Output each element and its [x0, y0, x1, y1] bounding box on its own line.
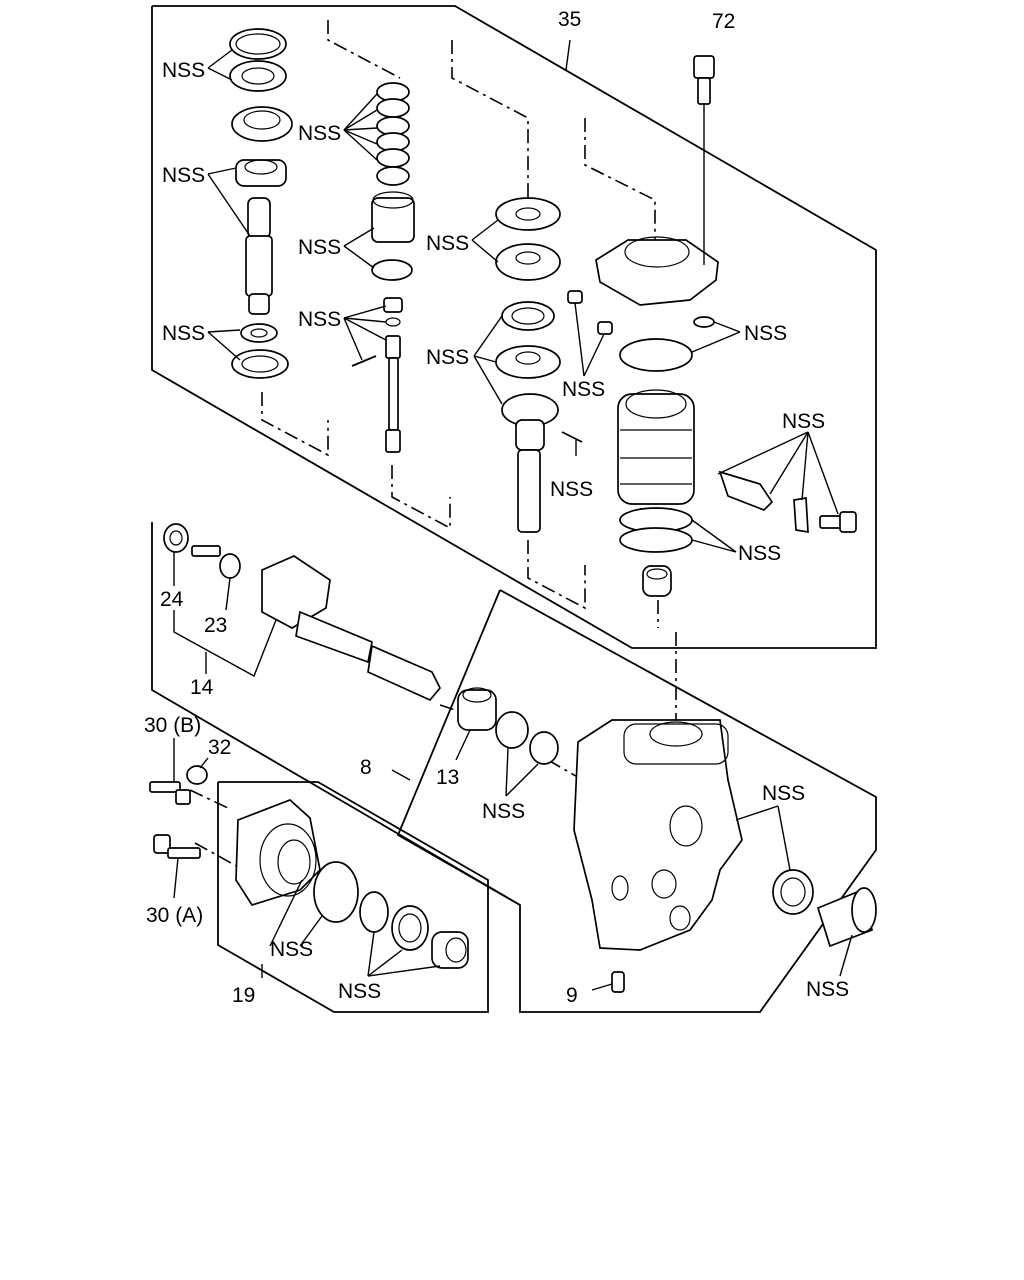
part-number-label: 19	[232, 984, 255, 1007]
nss-label: NSS	[426, 346, 469, 369]
spool-valve-part	[383, 297, 403, 453]
nss-label: NSS	[338, 980, 381, 1003]
part-number-label: 23	[204, 614, 227, 637]
ball-guide-part	[718, 470, 774, 511]
bolt-part-72	[693, 55, 715, 105]
plate-part	[495, 197, 561, 231]
ball-guide-bolt-part	[819, 511, 857, 533]
bleeder-part-9	[611, 971, 625, 993]
cover-ring-part	[359, 891, 389, 933]
nss-label: NSS	[744, 322, 787, 345]
nss-label: NSS	[270, 938, 313, 961]
part-number-label: 13	[436, 766, 459, 789]
group-frame-35	[151, 5, 877, 649]
needle-bearing-part-13	[457, 687, 497, 731]
cover-seal-part	[391, 905, 429, 951]
large-washer-part	[231, 349, 289, 379]
group-frame-14	[151, 522, 521, 906]
nss-label: NSS	[426, 232, 469, 255]
small-o-ring-part	[693, 316, 715, 328]
bolt-part-30a	[153, 834, 201, 859]
washer-part	[229, 28, 287, 60]
gear-housing-part	[573, 719, 743, 951]
thrust-plate-part	[495, 243, 561, 281]
nss-label: NSS	[298, 122, 341, 145]
nss-label: NSS	[550, 478, 593, 501]
nss-label: NSS	[482, 800, 525, 823]
dust-cover-part	[816, 887, 877, 948]
callout-labels: NSS NSS NSS NSS NSS NSS NSS NSS NSS NSS …	[144, 8, 849, 1007]
part-number-label: 24	[160, 588, 184, 611]
input-shaft-part	[245, 197, 273, 315]
needle-bearing-part	[235, 159, 287, 187]
pin-part	[351, 355, 377, 367]
alignment-lines	[189, 20, 677, 869]
screw-part-23	[191, 545, 241, 579]
group-frame-8	[396, 589, 877, 1013]
clamp-part	[793, 497, 809, 534]
bolt-part-30b	[149, 781, 191, 805]
part-number-label: 30 (A)	[146, 904, 203, 927]
nss-label: NSS	[806, 978, 849, 1001]
leader-lines	[173, 39, 853, 991]
housing-o-ring-part	[619, 338, 693, 372]
part-number-label: 72	[712, 10, 735, 33]
piston-ring-part	[619, 507, 693, 553]
adjust-plug-part	[642, 565, 672, 597]
thrust-bearing-part	[501, 301, 555, 331]
cover-o-ring-part	[313, 861, 359, 923]
worm-shaft-part	[501, 393, 559, 533]
nss-label: NSS	[738, 542, 781, 565]
part-number-label: 8	[360, 756, 372, 779]
bearing-part	[231, 106, 293, 142]
part-number-label: 14	[190, 676, 214, 699]
sector-shaft-part	[261, 555, 442, 702]
nss-label: NSS	[762, 782, 805, 805]
side-cover-part	[235, 799, 321, 907]
valve-sleeve-part	[371, 191, 415, 243]
nss-label: NSS	[298, 236, 341, 259]
part-number-label: 9	[566, 984, 578, 1007]
nss-label: NSS	[298, 308, 341, 331]
worm-bearing-part	[495, 345, 561, 379]
rack-piston-part	[617, 389, 695, 505]
sector-seal-part	[772, 869, 814, 915]
plug-part	[567, 290, 613, 335]
cover-bearing-part	[431, 931, 469, 969]
o-ring-part	[371, 259, 413, 281]
nss-label: NSS	[162, 322, 205, 345]
nss-label: NSS	[782, 410, 825, 433]
valve-housing-part	[595, 236, 719, 306]
group-frame-19	[217, 781, 489, 1013]
part-number-label: 32	[208, 736, 231, 759]
nut-part-24	[163, 523, 189, 553]
part-number-label: 35	[558, 8, 581, 31]
ring-stack-part	[376, 82, 410, 186]
nss-label: NSS	[162, 59, 205, 82]
small-seal-part	[240, 323, 278, 343]
nss-label: NSS	[162, 164, 205, 187]
part-number-label: 30 (B)	[144, 714, 201, 737]
nut-part-32	[186, 765, 208, 785]
seal-pair-part	[495, 711, 559, 765]
roll-pin-part	[561, 431, 583, 443]
seal-part	[229, 60, 287, 92]
nss-label: NSS	[562, 378, 605, 401]
